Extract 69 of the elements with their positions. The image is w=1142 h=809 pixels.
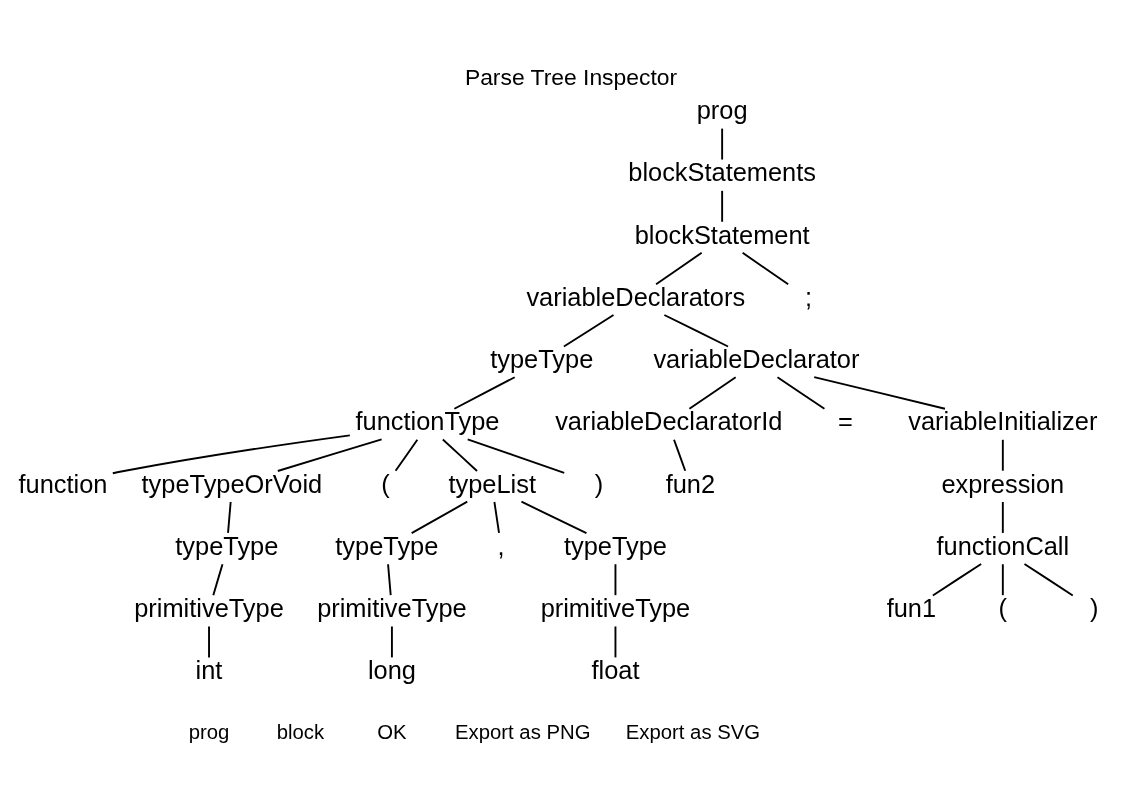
node-text: typeList	[448, 469, 537, 498]
node-text: primitiveType	[317, 593, 467, 622]
node-text: ;	[804, 282, 813, 311]
connector	[655, 251, 703, 285]
connector	[441, 438, 478, 472]
label: Export as PNG	[455, 720, 591, 743]
node-text: typeTypeOrVoid	[141, 469, 323, 498]
connector	[394, 438, 419, 472]
connector	[931, 562, 983, 596]
connector	[410, 500, 469, 534]
node-text: fun2	[665, 469, 716, 498]
node-text: functionType	[355, 406, 500, 435]
node-text: typeType	[490, 344, 594, 373]
node-text: variableDeclaratorId	[555, 406, 783, 435]
node-text: variableDeclarators	[526, 282, 746, 311]
node-text: )	[594, 469, 604, 498]
connector	[227, 500, 232, 534]
node-text: blockStatement	[634, 220, 810, 249]
connector	[1001, 562, 1004, 596]
connector	[466, 437, 566, 474]
connector	[208, 625, 210, 658]
connector	[721, 189, 724, 223]
node-text: variableInitializer	[908, 406, 1098, 435]
node-text: primitiveType	[134, 593, 284, 622]
connector	[520, 500, 588, 534]
connector	[1023, 562, 1074, 596]
node-text: )	[1090, 593, 1099, 622]
connector	[673, 438, 687, 472]
label: block	[276, 720, 325, 743]
node-text: long	[367, 655, 416, 684]
connector	[387, 562, 392, 596]
node-text: float	[591, 655, 640, 684]
connector	[276, 437, 383, 472]
connector	[776, 375, 826, 410]
node-text: fun1	[886, 593, 937, 622]
connector	[1001, 438, 1004, 472]
connector	[111, 433, 351, 474]
node-text: =	[837, 406, 853, 435]
node-text: (	[998, 593, 1008, 622]
connector	[813, 375, 946, 410]
connector	[663, 313, 729, 347]
connector	[614, 625, 617, 658]
node-text: prog	[696, 95, 748, 124]
connector	[741, 251, 790, 285]
connector	[614, 562, 617, 596]
connector	[390, 625, 393, 658]
connector	[493, 500, 500, 534]
connector	[721, 127, 724, 160]
node-text: (	[381, 469, 390, 498]
connector	[562, 313, 615, 347]
node-text: functionCall	[936, 531, 1070, 560]
diagram-title: Parse Tree Inspector	[464, 63, 678, 90]
node-text: primitiveType	[540, 593, 691, 622]
node-text: int	[195, 655, 223, 684]
node-text: ,	[497, 531, 505, 560]
node-text: typeType	[335, 531, 439, 560]
node-text: blockStatements	[628, 157, 816, 186]
connector	[1001, 500, 1004, 534]
label: Export as SVG	[625, 720, 761, 743]
connector	[212, 562, 224, 596]
connector	[688, 375, 737, 410]
node-text: expression	[941, 469, 1065, 498]
node-text: variableDeclarator	[653, 344, 860, 373]
node-text: typeType	[563, 531, 667, 560]
label: OK	[377, 720, 407, 743]
label: prog	[188, 720, 230, 743]
node-text: function	[18, 469, 108, 498]
node-text: typeType	[175, 531, 279, 560]
connector	[453, 375, 516, 410]
